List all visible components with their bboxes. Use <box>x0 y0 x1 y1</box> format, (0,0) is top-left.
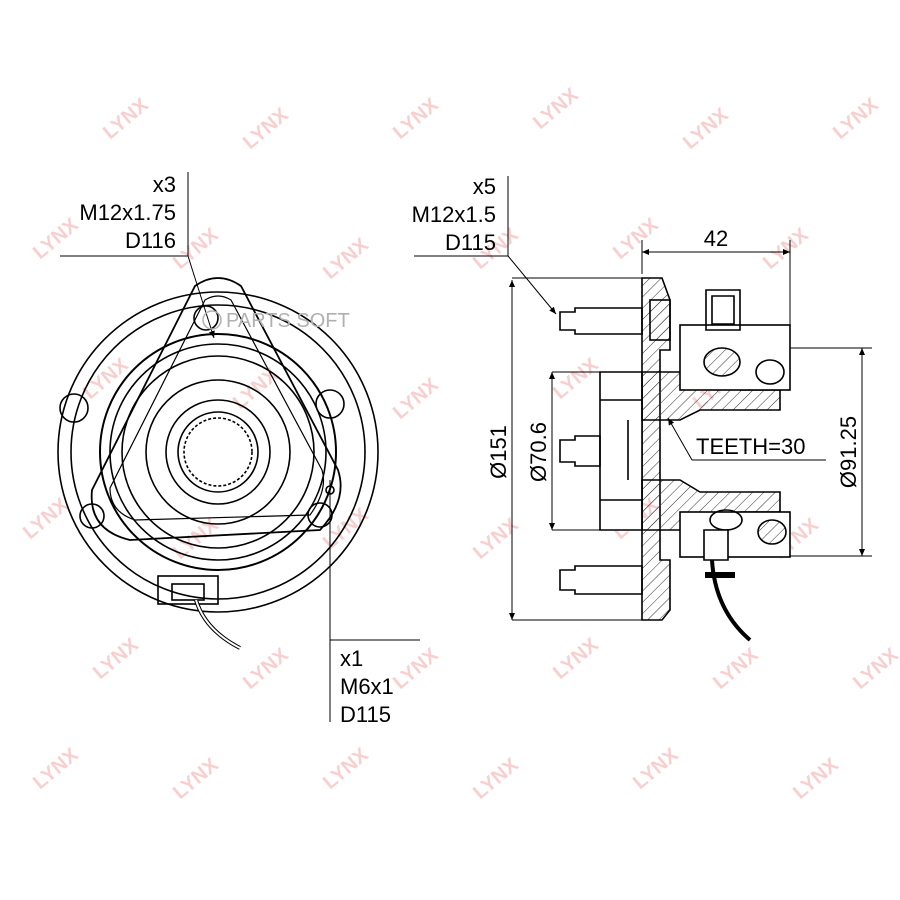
lynx-watermark: LYNX <box>29 743 83 793</box>
sensor-code: D115 <box>340 702 391 727</box>
lynx-watermark: LYNX <box>169 753 223 803</box>
lynx-watermark: LYNX <box>89 633 143 683</box>
lynx-watermark: LYNX <box>759 223 813 273</box>
svg-text:LYNX: LYNX <box>549 633 603 683</box>
svg-text:LYNX: LYNX <box>169 223 223 273</box>
svg-text:LYNX: LYNX <box>319 233 373 283</box>
lynx-watermark: LYNX <box>789 753 843 803</box>
svg-text:LYNX: LYNX <box>319 743 373 793</box>
svg-text:LYNX: LYNX <box>319 503 373 553</box>
lynx-watermark: LYNX <box>169 223 223 273</box>
lynx-watermark: LYNX <box>99 93 153 143</box>
lynx-watermark: LYNX <box>709 643 763 693</box>
svg-text:LYNX: LYNX <box>849 643 900 693</box>
lynx-watermark: LYNX <box>239 103 293 153</box>
sensor-thread: M6x1 <box>340 674 394 699</box>
svg-text:LYNX: LYNX <box>389 643 443 693</box>
lynx-watermark: LYNX <box>679 103 733 153</box>
width-dimension: 42 <box>704 226 728 251</box>
front-view <box>57 172 420 722</box>
front-bolt-code: D116 <box>125 228 176 253</box>
svg-text:LYNX: LYNX <box>99 93 153 143</box>
svg-text:LYNX: LYNX <box>469 513 523 563</box>
lynx-watermark: LYNX <box>469 753 523 803</box>
svg-text:LYNX: LYNX <box>89 633 143 683</box>
svg-text:LYNX: LYNX <box>239 643 293 693</box>
svg-text:LYNX: LYNX <box>169 753 223 803</box>
lynx-watermark: LYNX <box>389 93 443 143</box>
bearing-diameter: Ø91.25 <box>836 416 861 488</box>
stud-code: D115 <box>445 230 496 255</box>
sensor-count: x1 <box>340 646 363 671</box>
svg-text:LYNX: LYNX <box>549 353 603 403</box>
stud-count: x5 <box>473 174 496 199</box>
svg-text:LYNX: LYNX <box>679 103 733 153</box>
svg-text:LYNX: LYNX <box>229 363 283 413</box>
svg-text:LYNX: LYNX <box>629 743 683 793</box>
side-view <box>414 176 872 642</box>
lynx-watermark: LYNX <box>239 643 293 693</box>
svg-text:LYNX: LYNX <box>239 103 293 153</box>
lynx-watermark: LYNX <box>629 743 683 793</box>
lynx-watermark: LYNX <box>469 513 523 563</box>
lynx-watermark: LYNX <box>549 353 603 403</box>
svg-text:LYNX: LYNX <box>29 743 83 793</box>
flange-diameter: Ø151 <box>486 425 511 479</box>
svg-text:LYNX: LYNX <box>789 753 843 803</box>
lynx-watermark: LYNX <box>389 373 443 423</box>
lynx-watermark: LYNX <box>319 503 373 553</box>
stud-thread: M12x1.5 <box>412 202 496 227</box>
svg-text:PARTS SOFT: PARTS SOFT <box>226 310 350 332</box>
svg-text:LYNX: LYNX <box>829 93 883 143</box>
pilot-diameter: Ø70.6 <box>526 422 551 482</box>
lynx-watermark: LYNX <box>229 363 283 413</box>
parts-soft-watermark: PARTS SOFT <box>202 310 350 332</box>
lynx-watermark: LYNX <box>849 643 900 693</box>
svg-text:LYNX: LYNX <box>609 213 663 263</box>
svg-text:LYNX: LYNX <box>389 373 443 423</box>
svg-text:LYNX: LYNX <box>759 223 813 273</box>
svg-text:LYNX: LYNX <box>389 93 443 143</box>
lynx-watermark: LYNX <box>529 83 583 133</box>
svg-text:LYNX: LYNX <box>469 753 523 803</box>
front-bolt-count: x3 <box>153 172 176 197</box>
lynx-watermark: LYNX <box>549 633 603 683</box>
teeth-label: TEETH=30 <box>696 434 805 459</box>
lynx-watermark: LYNX <box>319 233 373 283</box>
svg-text:LYNX: LYNX <box>529 83 583 133</box>
lynx-watermark: LYNX <box>319 743 373 793</box>
lynx-watermark: LYNX <box>389 643 443 693</box>
svg-text:LYNX: LYNX <box>709 643 763 693</box>
lynx-watermark: LYNX <box>829 93 883 143</box>
front-bolt-thread: M12x1.75 <box>79 200 176 225</box>
lynx-watermark: LYNX <box>609 213 663 263</box>
